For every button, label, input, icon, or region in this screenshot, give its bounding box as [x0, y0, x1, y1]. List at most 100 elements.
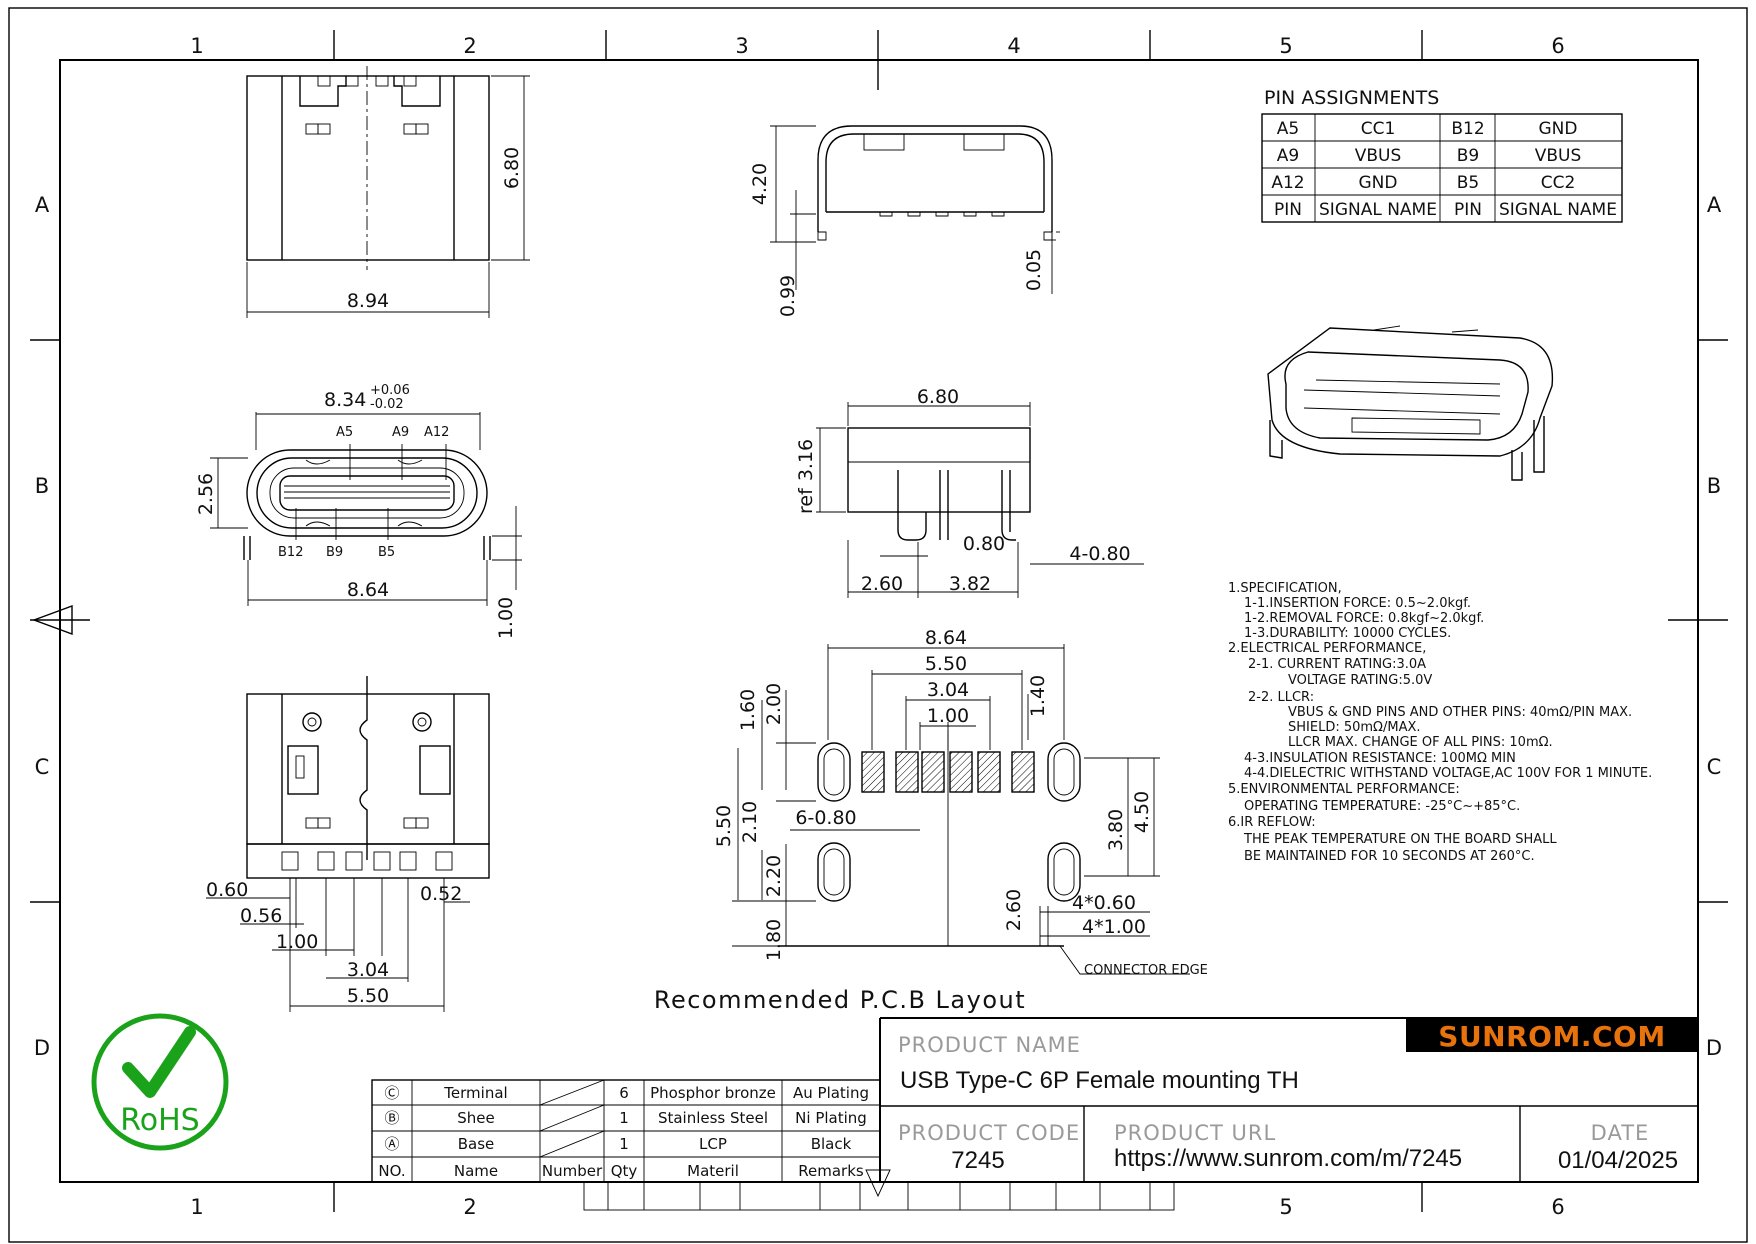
dim-side-leg: 0.99 [777, 275, 799, 317]
bottom-view-drawing [206, 676, 490, 1012]
dim-pcb-w-inner: 3.04 [927, 679, 969, 701]
bom-cell: Shee [457, 1109, 495, 1127]
bom-header-cell: Qty [611, 1162, 638, 1180]
dim-front-height: 2.56 [195, 473, 217, 515]
spec-line: 1-3.DURABILITY: 10000 CYCLES. [1244, 626, 1451, 641]
bom-cell: Black [811, 1135, 852, 1153]
dim-bottom-d6: 0.52 [420, 883, 462, 905]
date-value: 01/04/2025 [1558, 1147, 1678, 1174]
pin-table-cell: B12 [1451, 119, 1484, 139]
grid-bottom-col-2: 2 [463, 1195, 476, 1219]
spec-line: SHIELD: 50mΩ/MAX. [1288, 720, 1421, 735]
bom-table-grid [371, 1079, 891, 1198]
dim-pcb-h-380: 3.80 [1105, 809, 1127, 851]
pin-table-cell: CC1 [1361, 119, 1396, 139]
dim-bottom-d3: 1.00 [276, 931, 318, 953]
spec-line: 6.IR REFLOW: [1228, 815, 1316, 830]
dim-pcb-pads: 6-0.80 [795, 807, 856, 829]
rohs-label: RoHS [120, 1103, 199, 1138]
bom-cell: Stainless Steel [658, 1109, 768, 1127]
pin-label-a12: A12 [424, 425, 449, 440]
grid-row-c-left: C [35, 755, 50, 779]
grid-col-5: 5 [1279, 34, 1292, 58]
dim-top-height: 6.80 [501, 147, 523, 189]
grid-col-6: 6 [1551, 34, 1564, 58]
bom-cell: Ⓐ [384, 1135, 399, 1153]
dim-profile-off1: 2.60 [861, 573, 903, 595]
side-view-drawing [770, 125, 1060, 294]
brand-logo: SUNROM.COM [1438, 1020, 1665, 1053]
pin-table-cell: CC2 [1541, 173, 1576, 193]
pin-table-cell: A12 [1271, 173, 1304, 193]
pin-table-grid [1261, 113, 1623, 223]
spec-line: VBUS & GND PINS AND OTHER PINS: 40mΩ/PIN… [1288, 705, 1632, 720]
dim-front-width: 8.34 [324, 389, 366, 411]
pin-label-a9: A9 [392, 425, 409, 440]
dim-pcb-slot2: 4*1.00 [1082, 916, 1146, 938]
dim-profile-legs: 4-0.80 [1069, 543, 1130, 565]
grid-col-4: 4 [1007, 34, 1020, 58]
dim-profile-off2: 3.82 [949, 573, 991, 595]
pin-label-b9: B9 [326, 545, 343, 560]
bom-cell: 6 [619, 1084, 629, 1102]
dim-pcb-w-slots: 5.50 [925, 653, 967, 675]
pin-table-cell: GND [1539, 119, 1578, 139]
connector-3d-view [1267, 325, 1554, 481]
dim-front-pin-span: 8.64 [347, 579, 389, 601]
dim-front-tol-plus: +0.06 [370, 383, 410, 398]
pcb-caption: Recommended P.C.B Layout [654, 986, 1026, 1014]
grid-row-b-left: B [35, 474, 49, 498]
spec-line: 1-2.REMOVAL FORCE: 0.8kgf~2.0kgf. [1244, 611, 1484, 626]
dim-bottom-d5: 5.50 [347, 985, 389, 1007]
product-url-label: PRODUCT URL [1114, 1121, 1276, 1145]
spec-line: 4-3.INSULATION RESISTANCE: 100MΩ MIN [1244, 751, 1516, 766]
bom-header-cell: Materil [687, 1162, 739, 1180]
spec-line: 1.SPECIFICATION, [1228, 581, 1342, 596]
bom-cell: Ni Plating [795, 1109, 867, 1127]
grid-bottom-col-6: 6 [1551, 1195, 1564, 1219]
specification-notes: 1.SPECIFICATION,1-1.INSERTION FORCE: 0.5… [1228, 581, 1652, 864]
bom-header-cell: Number [542, 1162, 603, 1180]
pin-table-cell: PIN [1274, 200, 1302, 220]
pcb-pad [861, 751, 885, 793]
dim-bottom-d2: 0.56 [240, 905, 282, 927]
bom-cell: 1 [619, 1109, 629, 1127]
grid-col-2: 2 [463, 34, 476, 58]
pin-table-cell: B5 [1457, 173, 1479, 193]
bom-cell: LCP [699, 1135, 727, 1153]
dim-pcb-h-550: 5.50 [713, 805, 735, 847]
dim-side-height: 4.20 [749, 163, 771, 205]
pcb-pad [895, 751, 919, 793]
dim-pcb-w-pitch: 1.00 [927, 705, 969, 727]
side-grid: A B C D A B C D [30, 193, 1728, 1060]
dim-pcb-h-200: 2.00 [763, 683, 785, 725]
spec-line: BE MAINTAINED FOR 10 SECONDS AT 260°C. [1244, 849, 1535, 864]
dim-front-leg: 1.00 [495, 597, 517, 639]
spec-line: 2.ELECTRICAL PERFORMANCE, [1228, 641, 1426, 656]
pin-table-cell: SIGNAL NAME [1319, 200, 1437, 220]
spec-line: THE PEAK TEMPERATURE ON THE BOARD SHALL [1243, 832, 1557, 847]
spec-line: 1-1.INSERTION FORCE: 0.5~2.0kgf. [1244, 596, 1471, 611]
bom-cell: 1 [619, 1135, 629, 1153]
dim-bottom-d1: 0.60 [206, 879, 248, 901]
bom-cell: Base [458, 1135, 495, 1153]
rohs-logo: RoHS [91, 1013, 229, 1151]
dim-pcb-w-total: 8.64 [925, 627, 967, 649]
dim-pcb-h-450: 4.50 [1131, 791, 1153, 833]
grid-row-d-right: D [1706, 1036, 1722, 1060]
bom-header-cell: Name [454, 1162, 498, 1180]
pin-table-cell: SIGNAL NAME [1499, 200, 1617, 220]
pcb-pad [977, 751, 1001, 793]
dim-pcb-h-140: 1.40 [1027, 675, 1049, 717]
spec-line: OPERATING TEMPERATURE: -25°C~+85°C. [1244, 799, 1520, 814]
pin-table-cell: PIN [1454, 200, 1482, 220]
dim-pcb-h-220: 2.20 [763, 855, 785, 897]
profile-view-drawing [816, 402, 1144, 598]
pin-table-cell: A5 [1277, 119, 1299, 139]
spec-line: 2-1. CURRENT RATING:3.0A [1248, 657, 1426, 672]
spec-line: 5.ENVIRONMENTAL PERFORMANCE: [1228, 782, 1460, 797]
top-grid: 1 2 3 4 5 6 [190, 30, 1565, 90]
outer-border [8, 7, 1748, 1243]
front-view-drawing [210, 412, 522, 606]
